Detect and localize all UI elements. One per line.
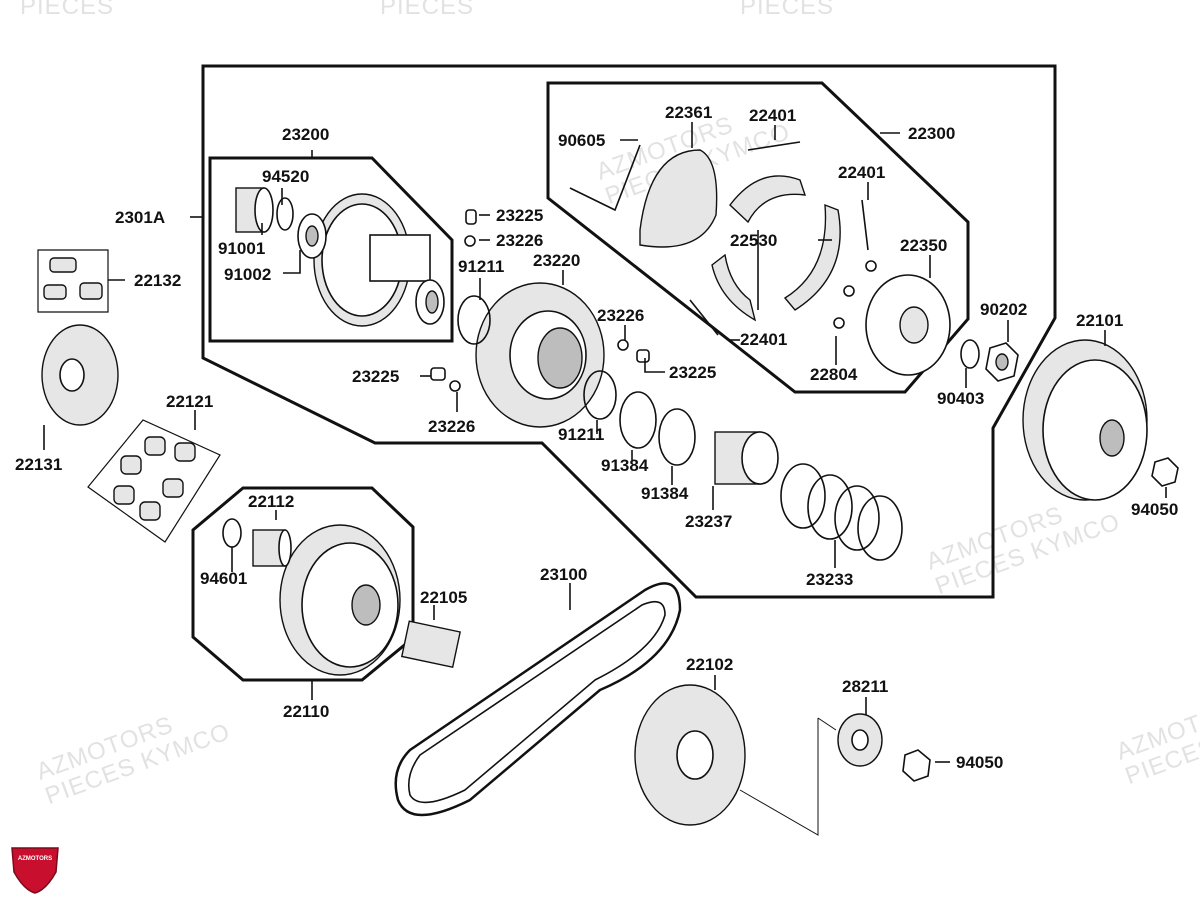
part-94050-nut-a [1151, 457, 1179, 487]
label-90605: 90605 [558, 131, 605, 150]
part-22131-ramp-plate [41, 324, 119, 426]
label-22350: 22350 [900, 236, 947, 255]
label-22102: 22102 [686, 655, 733, 674]
part-22530-shoe-c [711, 253, 757, 322]
part-22361-plate [639, 149, 718, 248]
label-22300: 22300 [908, 124, 955, 143]
part-23225-pin-c [430, 367, 461, 392]
label-23220: 23220 [533, 251, 580, 270]
label-94601: 94601 [200, 569, 247, 588]
label-23226-a: 23226 [496, 231, 543, 250]
label-2301A: 2301A [115, 208, 165, 227]
label-23226-b: 23226 [597, 306, 644, 325]
label-22401-b: 22401 [838, 163, 885, 182]
watermark-header-1: PIECES [20, 0, 114, 20]
label-94050-a: 94050 [1131, 500, 1178, 519]
part-91211-oring-b [583, 370, 617, 420]
part-91211-oring-a [457, 295, 491, 345]
label-91211-a: 91211 [458, 257, 504, 276]
label-22804: 22804 [810, 365, 858, 384]
part-22350-plate [865, 274, 951, 376]
label-22112: 22112 [248, 492, 294, 511]
part-94050-nut-b [902, 749, 931, 782]
part-23225-pin-a [464, 209, 477, 247]
label-22132: 22132 [134, 271, 181, 290]
part-22112-bushing [252, 529, 292, 567]
part-23225-pin-b [617, 339, 650, 363]
leader-lines [43, 122, 1167, 836]
label-91384-b: 91384 [641, 484, 689, 503]
part-22121-rollers [113, 436, 196, 521]
part-22105-collar [400, 620, 461, 669]
assembly-frame-2301A [201, 64, 1057, 599]
label-28211: 28211 [842, 677, 888, 696]
label-94520: 94520 [262, 167, 309, 186]
label-22105: 22105 [420, 588, 467, 607]
label-22401-c: 22401 [740, 330, 787, 349]
part-94601-clip [222, 518, 242, 548]
watermark-header-3: PIECES [740, 0, 834, 20]
label-90202: 90202 [980, 300, 1027, 319]
label-22131: 22131 [15, 455, 62, 474]
label-22121: 22121 [166, 392, 213, 411]
part-22401-spring-b [861, 199, 869, 251]
assembly-frame-23200 [208, 156, 454, 343]
watermark-header-2: PIECES [380, 0, 474, 20]
assembly-frame-22110 [191, 486, 415, 682]
label-22530: 22530 [730, 231, 777, 250]
part-22530-shoe-a [729, 175, 807, 224]
label-91002: 91002 [224, 265, 271, 284]
label-94050-b: 94050 [956, 753, 1003, 772]
part-28211-gear [837, 713, 883, 767]
part-90403-washer [960, 339, 980, 369]
part-22102-fan-pulley [634, 684, 746, 826]
label-23225-a: 23225 [496, 206, 543, 225]
label-23225-c: 23225 [352, 367, 399, 386]
label-22401-a: 22401 [749, 106, 796, 125]
part-22401-spring-a [747, 141, 801, 151]
group-frame-22121 [87, 419, 221, 543]
label-23200: 23200 [282, 125, 329, 144]
label-23237: 23237 [685, 512, 732, 531]
label-23225-b: 23225 [669, 363, 716, 382]
part-91002-bearing [297, 213, 327, 259]
azmotors-logo: AZMOTORS [11, 847, 59, 894]
group-frame-22132 [37, 249, 109, 313]
part-91001-bearing [235, 187, 274, 233]
label-23233: 23233 [806, 570, 853, 589]
label-22110: 22110 [283, 702, 329, 721]
part-23200-pulley [313, 193, 445, 327]
part-23237-collar [714, 431, 779, 485]
part-94520-clip [276, 197, 294, 231]
part-90605-clip [569, 144, 641, 212]
part-91384-oring-a [619, 391, 657, 449]
part-23233-spring [780, 463, 903, 561]
part-91384-oring-b [658, 408, 696, 466]
part-22530-shoe-b [783, 203, 841, 311]
label-90403: 90403 [937, 389, 984, 408]
label-22101: 22101 [1076, 311, 1123, 330]
label-91001: 91001 [218, 239, 265, 258]
part-22401-spring-c [689, 299, 719, 336]
part-23220-pulley-face [475, 282, 605, 428]
label-91384-a: 91384 [601, 456, 649, 475]
part-22101-clutch-bell [1022, 339, 1148, 501]
part-22132-guides [43, 257, 103, 300]
part-labels: 2301A 23200 94520 91001 91002 23225 2322… [15, 103, 1178, 772]
logo-text: AZMOTORS [18, 856, 52, 862]
part-90202-nut [985, 342, 1019, 382]
part-22804-pins [833, 260, 877, 329]
part-23100-belt [394, 582, 682, 817]
label-91211-b: 91211 [558, 425, 604, 444]
part-22110-variator [279, 524, 401, 676]
label-23100: 23100 [540, 565, 587, 584]
label-22361: 22361 [665, 103, 712, 122]
logo-shield-icon [11, 847, 59, 894]
label-23226-c: 23226 [428, 417, 475, 436]
